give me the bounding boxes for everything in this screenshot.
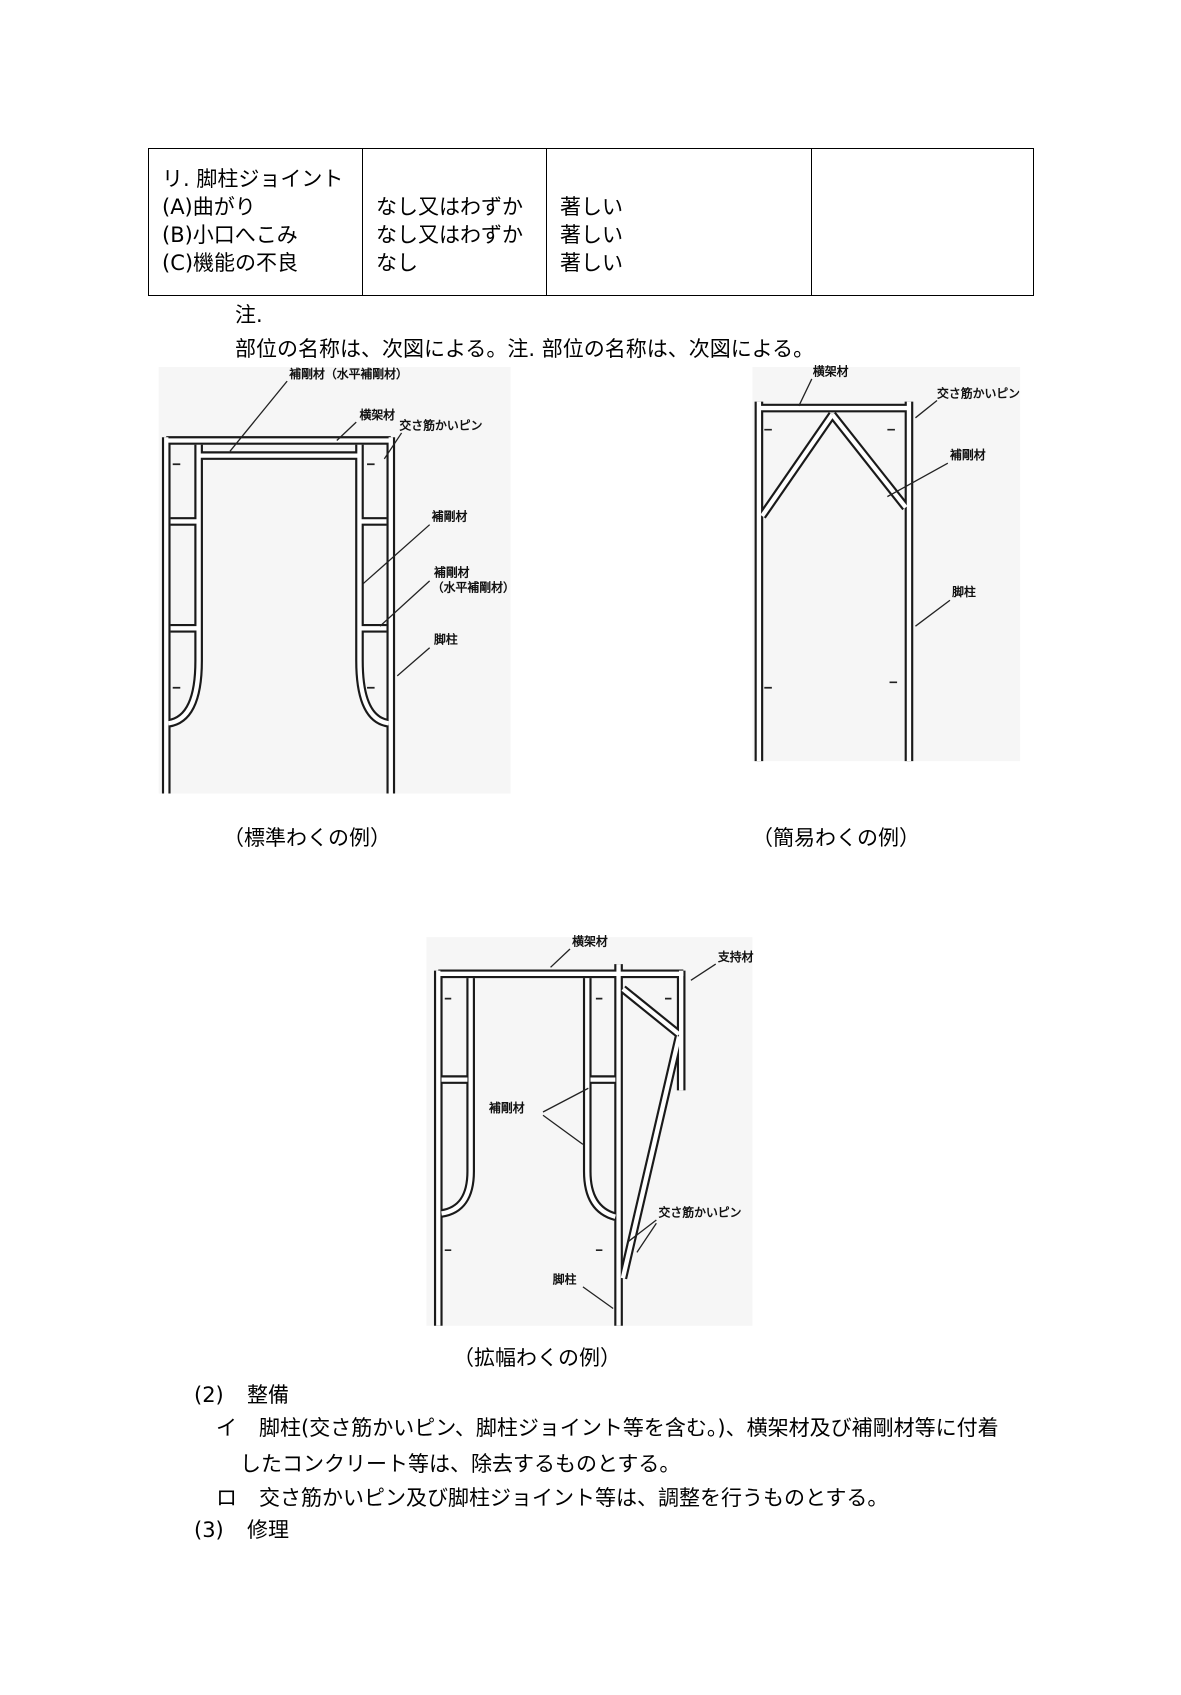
item-a: (A)曲がり (162, 195, 256, 219)
leader-line (542, 1114, 584, 1145)
leader-line (379, 580, 431, 627)
table-row: リ. 脚柱ジョイント (A)曲がり (B)小口へこみ (C)機能の不良 なし又は… (148, 148, 1034, 296)
leader-line (627, 1219, 657, 1243)
note-label: 注. (235, 303, 263, 327)
leader-line (915, 599, 951, 627)
item-b: (B)小口へこみ (162, 223, 298, 247)
label-stiffener: 補剛材 (431, 509, 468, 523)
item-cell: リ. 脚柱ジョイント (A)曲がり (B)小口へこみ (C)機能の不良 (148, 148, 363, 296)
figure-background (752, 367, 1021, 762)
criteria-ok-c: なし (376, 251, 418, 275)
empty-cell (811, 148, 1034, 296)
criteria-ok-b: なし又はわずか (376, 223, 523, 247)
figure-extended-frame: 横架材 支持材 補剛材 交さ筋かいピン 脚柱 (426, 935, 754, 1326)
leader-line (690, 963, 717, 981)
item-c: (C)機能の不良 (162, 251, 299, 275)
label-stiffener-horizontal: 補剛材（水平補剛材） (288, 367, 408, 381)
item-title: リ. 脚柱ジョイント (162, 167, 344, 191)
label-stiffener: 補剛材 (488, 1101, 525, 1115)
label-cross-brace-pin: 交さ筋かいピン (659, 1206, 742, 1220)
leader-line (362, 524, 431, 585)
item-ro-line-1: 交さ筋かいピン及び脚柱ジョイント等は、調整を行うものとする。 (259, 1486, 889, 1510)
label-cross-beam: 横架材 (813, 365, 849, 379)
section2-number: (2) (194, 1383, 224, 1407)
leader-line (383, 432, 403, 460)
leader-line (550, 948, 571, 968)
leader-line (915, 400, 938, 419)
leader-line (887, 462, 949, 498)
caption-standard-frame: （標準わくの例） (223, 826, 391, 850)
label-cross-beam: 横架材 (572, 935, 608, 949)
criteria-ng-c: 著しい (560, 251, 623, 275)
label-leg-post: 脚柱 (952, 585, 976, 599)
item-ro-marker: ロ (216, 1486, 237, 1510)
pin-mark (764, 428, 898, 689)
caption-simple-frame: （簡易わくの例） (752, 826, 920, 850)
label-cross-brace-pin: 交さ筋かいピン (399, 419, 482, 433)
criteria-ok-a: なし又はわずか (376, 195, 523, 219)
leader-line (542, 1087, 589, 1113)
leader-line (336, 421, 357, 441)
leader-line (396, 647, 431, 677)
leader-line (229, 380, 288, 452)
item-i-line-1: 脚柱(交さ筋かいピン、脚柱ジョイント等を含む。)、横架材及び補剛材等に付着 (259, 1416, 999, 1440)
criteria-ng-a: 著しい (560, 195, 623, 219)
criteria-ok-cell: なし又はわずか なし又はわずか なし (362, 148, 547, 296)
label-stiffener: 補剛材 (949, 448, 986, 462)
inspection-table: リ. 脚柱ジョイント (A)曲がり (B)小口へこみ (C)機能の不良 なし又は… (148, 148, 1034, 296)
criteria-ng-cell: 著しい 著しい 著しい (546, 148, 812, 296)
label-cross-brace-pin: 交さ筋かいピン (937, 386, 1020, 400)
leader-line (582, 1286, 614, 1310)
pin-mark (444, 997, 672, 1252)
section3-title: 修理 (247, 1518, 289, 1542)
pin-mark (172, 463, 375, 689)
figure-standard-frame: 補剛材（水平補剛材） 横架材 交さ筋かいピン 補剛材 補剛材 （水平補剛材） 脚… (158, 367, 515, 794)
item-i-line-2: したコンクリート等は、除去するものとする。 (240, 1452, 681, 1476)
criteria-ng-b: 著しい (560, 223, 623, 247)
section2-title: 整備 (247, 1383, 289, 1407)
caption-extended-frame: （拡幅わくの例） (453, 1346, 621, 1370)
label-cross-beam: 横架材 (359, 408, 395, 422)
label-horizontal-stiffener-note: （水平補剛材） (432, 581, 515, 595)
label-support: 支持材 (717, 950, 754, 964)
leader-line (798, 378, 813, 407)
leader-line (636, 1222, 657, 1253)
figure-simple-frame: 横架材 交さ筋かいピン 補剛材 脚柱 (752, 365, 1020, 761)
note-text: 部位の名称は、次図による。注. 部位の名称は、次図による。 (235, 337, 815, 361)
item-i-marker: イ (216, 1416, 237, 1440)
label-leg-post: 脚柱 (553, 1273, 577, 1287)
section3-number: (3) (194, 1518, 224, 1542)
label-leg-post: 脚柱 (434, 632, 458, 646)
label-stiffener-2: 補剛材 (433, 566, 470, 580)
